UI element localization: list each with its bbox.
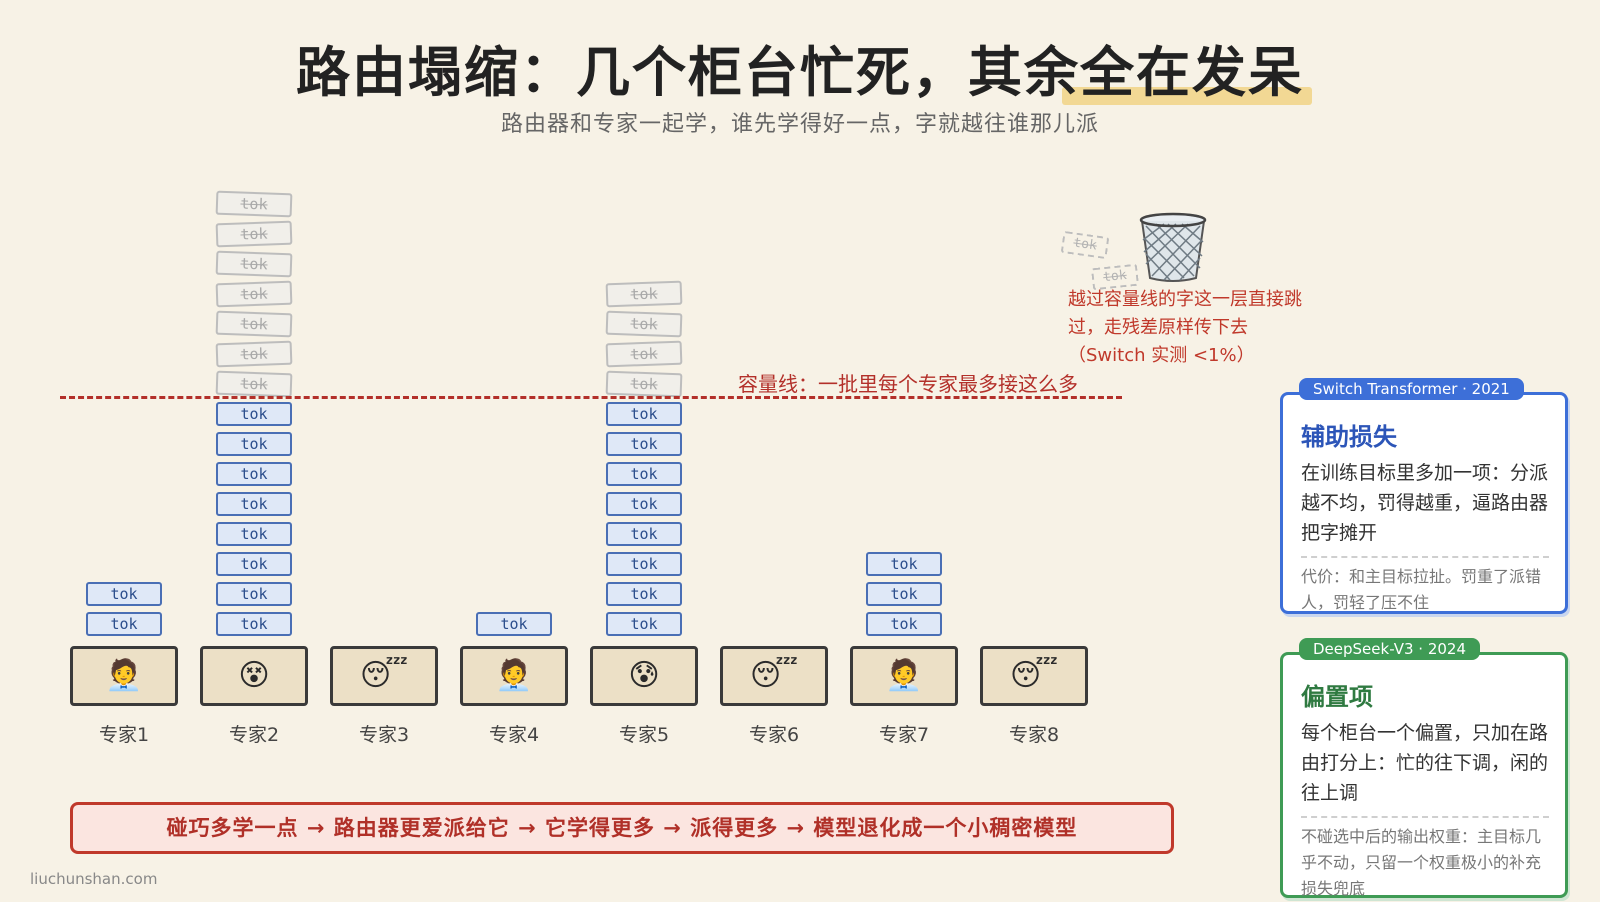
overflow-token: tok <box>215 250 293 278</box>
expert-label: 专家1 <box>98 724 150 746</box>
token: tok <box>606 402 682 426</box>
token: tok <box>216 582 292 606</box>
token: tok <box>476 612 552 636</box>
dropped-token: tok <box>1060 230 1110 260</box>
token: tok <box>606 612 682 636</box>
page-title: 路由塌缩：几个柜台忙死，其余全在发呆 <box>296 28 1312 107</box>
person-icon: 🧑‍💼 <box>70 646 178 706</box>
token: tok <box>606 582 682 606</box>
wastebasket-icon <box>1139 212 1207 282</box>
token: tok <box>606 492 682 516</box>
bias-body: 每个柜台一个偏置，只加在路由打分上：忙的往下调，闲的往上调 <box>1301 722 1549 804</box>
overflow-token: tok <box>605 310 683 338</box>
expert-label: 专家4 <box>488 724 540 746</box>
card-divider <box>1301 556 1549 558</box>
person-icon: 🧑‍💼 <box>460 646 568 706</box>
page-title-text: 路由塌缩：几个柜台忙死，其余全在发呆 <box>296 41 1304 104</box>
expert-label: 专家6 <box>748 724 800 746</box>
aux-loss-card: Switch Transformer · 2021 辅助损失 在训练目标里多加一… <box>1280 378 1568 614</box>
expert-label: 专家2 <box>228 724 280 746</box>
token: tok <box>606 432 682 456</box>
overflow-token: tok <box>215 220 293 248</box>
aux-loss-body: 在训练目标里多加一项：分派越不均，罚得越重，逼路由器把字摊开 <box>1301 462 1549 544</box>
dizzy-face-icon: 😵 <box>200 646 308 706</box>
bias-note: 不碰选中后的输出权重：主目标几乎不动，只留一个权重极小的补充损失兜底 <box>1301 827 1542 898</box>
capacity-line <box>60 396 1122 399</box>
capacity-label: 容量线：一批里每个专家最多接这么多 <box>738 372 1078 396</box>
overflow-token: tok <box>215 280 293 308</box>
sleeping-face-icon: 😴 <box>720 646 828 706</box>
bias-card: DeepSeek-V3 · 2024 偏置项 每个柜台一个偏置，只加在路由打分上… <box>1280 638 1568 898</box>
overflow-token: tok <box>215 310 293 338</box>
expert-label: 专家8 <box>1008 724 1060 746</box>
overflow-token: tok <box>215 340 293 368</box>
token: tok <box>216 492 292 516</box>
overflow-token: tok <box>215 370 293 398</box>
token: tok <box>86 612 162 636</box>
sleeping-face-icon: 😴 <box>330 646 438 706</box>
token: tok <box>606 522 682 546</box>
overflow-token: tok <box>605 340 683 368</box>
overflow-token: tok <box>215 190 293 218</box>
token: tok <box>86 582 162 606</box>
trash-note: 越过容量线的字这一层直接跳过，走残差原样传下去（Switch 实测 <1%） <box>1068 289 1302 366</box>
aux-loss-title: 辅助损失 <box>1301 423 1397 451</box>
token: tok <box>866 582 942 606</box>
person-icon: 🧑‍💼 <box>850 646 958 706</box>
token: tok <box>606 462 682 486</box>
bias-tag: DeepSeek-V3 · 2024 <box>1299 638 1481 660</box>
token: tok <box>866 552 942 576</box>
page-subtitle: 路由器和专家一起学，谁先学得好一点，字就越往谁那儿派 <box>500 112 1099 137</box>
token: tok <box>216 432 292 456</box>
token: tok <box>866 612 942 636</box>
feedback-chain: 碰巧多学一点 → 路由器更爱派给它 → 它学得更多 → 派得更多 → 模型退化成… <box>70 802 1174 854</box>
bias-title: 偏置项 <box>1301 683 1373 711</box>
token: tok <box>216 402 292 426</box>
token: tok <box>216 522 292 546</box>
expert-label: 专家3 <box>358 724 410 746</box>
expert-label: 专家5 <box>618 724 670 746</box>
expert-label: 专家7 <box>878 724 930 746</box>
token: tok <box>216 612 292 636</box>
overflow-token: tok <box>605 280 683 308</box>
token: tok <box>216 552 292 576</box>
anxious-face-icon: 😰 <box>590 646 698 706</box>
sleeping-face-icon: 😴 <box>980 646 1088 706</box>
card-divider <box>1301 816 1549 818</box>
token: tok <box>216 462 292 486</box>
aux-loss-tag: Switch Transformer · 2021 <box>1299 378 1524 400</box>
title-wrap: 路由塌缩：几个柜台忙死，其余全在发呆 <box>0 28 1600 107</box>
footer-site: liuchunshan.com <box>30 870 158 888</box>
aux-loss-note: 代价：和主目标拉扯。罚重了派错人，罚轻了压不住 <box>1301 567 1542 612</box>
overflow-token: tok <box>605 370 683 398</box>
token: tok <box>606 552 682 576</box>
